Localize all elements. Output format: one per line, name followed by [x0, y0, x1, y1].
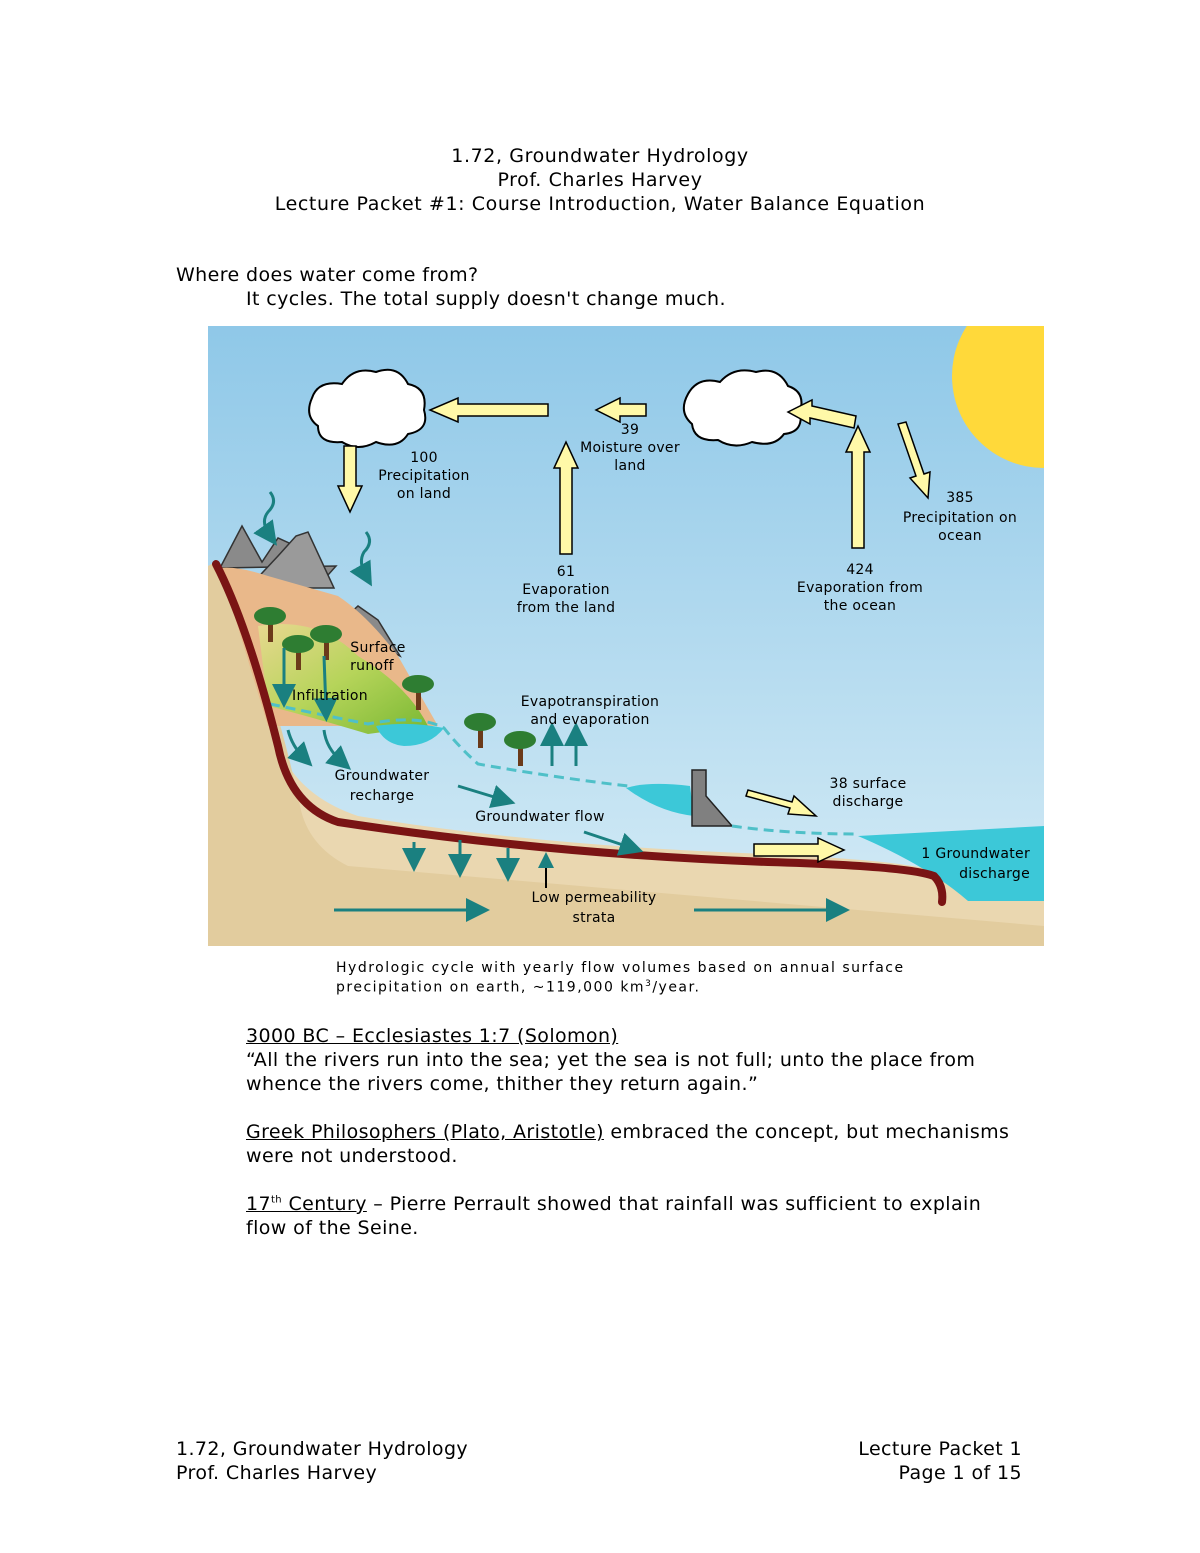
century-word: Century [282, 1193, 367, 1215]
section-question: Where does water come from? [176, 264, 479, 286]
gw-recharge-label2: recharge [350, 788, 415, 804]
evap-land-arrow [552, 440, 580, 555]
course-title: 1.72, Groundwater Hydrology [451, 145, 749, 167]
palm-tree-2 [282, 635, 314, 670]
low-perm-label1: Low permeability [532, 890, 657, 906]
evap-ocean-text2: the ocean [824, 598, 896, 614]
palm-tree-4 [402, 675, 434, 710]
surface-discharge-label2: discharge [833, 794, 904, 810]
evap-ocean-arrow [844, 424, 872, 549]
precip-ocean-arrow [897, 421, 931, 500]
evap-land-text1: Evaporation [522, 582, 610, 598]
low-permeability-strata [212, 560, 947, 906]
precip-land-value: 100 [410, 450, 438, 466]
palm-tree-5 [464, 713, 496, 748]
evap-land-value: 61 [557, 564, 575, 580]
reservoir [626, 783, 694, 816]
paragraph1-line2: whence the rivers come, thither they ret… [246, 1073, 759, 1095]
gw-flow-label: Groundwater flow [475, 809, 604, 825]
paragraph1-heading: 3000 BC – Ecclesiastes 1:7 (Solomon) [246, 1025, 619, 1047]
rain-arrow-2 [349, 531, 372, 587]
precip-ocean-text1: Precipitation on [903, 510, 1017, 526]
packet-title: Lecture Packet #1: Course Introduction, … [274, 193, 926, 215]
ocean-cloud-arrow [786, 398, 857, 429]
rain-arrow-1 [253, 491, 277, 546]
professor-name: Prof. Charles Harvey [497, 169, 703, 191]
paragraph3-line2: flow of the Seine. [246, 1217, 419, 1239]
gw-discharge-label2: discharge [959, 866, 1030, 882]
evap-ocean-value: 424 [846, 562, 874, 578]
caption-superscript: 3 [645, 979, 653, 989]
footer-course: 1.72, Groundwater Hydrology [176, 1438, 469, 1460]
moisture-value: 39 [621, 422, 639, 438]
paragraph3-century: 17th Century [246, 1193, 367, 1215]
surface-runoff-label1: Surface [350, 640, 405, 656]
surface-discharge-arrow [745, 789, 819, 817]
figure-caption-line1: Hydrologic cycle with yearly flow volume… [336, 960, 905, 976]
infiltration-arrow-2 [322, 729, 352, 770]
precip-land-text1: Precipitation [378, 468, 469, 484]
moisture-text2: land [614, 458, 645, 474]
century-suffix: th [270, 1194, 283, 1206]
hydrologic-cycle-figure: 100 Precipitation on land 39 Moisture ov… [208, 326, 1044, 946]
paragraph3-line1: 17th Century – Pierre Perrault showed th… [246, 1193, 981, 1215]
gw-flow-arrow-1 [457, 784, 516, 808]
paragraph2-rest: embraced the concept, but mechanisms [603, 1121, 1010, 1143]
cloud-left [308, 368, 427, 448]
low-perm-label2: strata [573, 910, 616, 926]
century-number: 17 [246, 1193, 271, 1215]
precip-land-arrow [336, 445, 364, 514]
evap-ocean-text1: Evaporation from [797, 580, 923, 596]
caption-text-post: /year. [652, 979, 701, 996]
moisture-text1: Moisture over [580, 440, 680, 456]
paragraph2-line2: were not understood. [246, 1145, 458, 1167]
evap-land-text2: from the land [517, 600, 616, 616]
footer-professor: Prof. Charles Harvey [176, 1462, 378, 1484]
gw-discharge-label1: 1 Groundwater [921, 846, 1030, 862]
palm-tree-6 [504, 731, 536, 766]
infiltration-arrow-1 [286, 729, 313, 767]
surface-discharge-label1: 38 surface [829, 776, 906, 792]
groundwater-discharge-arrow [753, 836, 846, 864]
caption-text-pre: precipitation on earth, ~119,000 km [336, 979, 646, 996]
infiltration-label: Infiltration [292, 688, 368, 704]
dam [691, 769, 734, 827]
precip-land-text2: on land [397, 486, 451, 502]
cloud-right [682, 369, 803, 447]
figure-caption-line2: precipitation on earth, ~119,000 km3/yea… [336, 979, 700, 996]
sun [952, 326, 1044, 468]
paragraph3-rest: – Pierre Perrault showed that rainfall w… [366, 1193, 982, 1215]
evapotranspiration-label1: Evapotranspiration [521, 694, 659, 710]
palm-tree-1 [254, 607, 286, 642]
section-answer: It cycles. The total supply doesn't chan… [246, 288, 726, 310]
footer-packet: Lecture Packet 1 [858, 1438, 1022, 1460]
lake [376, 723, 444, 746]
evapotranspiration-label2: and evaporation [530, 712, 649, 728]
gw-flow-arrow-2 [583, 830, 644, 856]
surface-runoff-label2: runoff [350, 658, 394, 674]
ocean [858, 826, 1044, 901]
paragraph2-underlined: Greek Philosophers (Plato, Aristotle) [246, 1121, 604, 1143]
precip-ocean-value: 385 [946, 490, 974, 506]
paragraph2-line1: Greek Philosophers (Plato, Aristotle) em… [246, 1121, 1009, 1143]
footer-page-number: Page 1 of 15 [898, 1462, 1022, 1484]
paragraph1-line1: “All the rivers run into the sea; yet th… [246, 1049, 976, 1071]
precip-ocean-text2: ocean [938, 528, 982, 544]
moisture-arrow-right [594, 396, 647, 424]
runoff-arrow-2 [313, 655, 338, 722]
moisture-arrow-left [428, 396, 549, 424]
gw-recharge-label1: Groundwater [335, 768, 430, 784]
palm-tree-3 [310, 625, 342, 660]
